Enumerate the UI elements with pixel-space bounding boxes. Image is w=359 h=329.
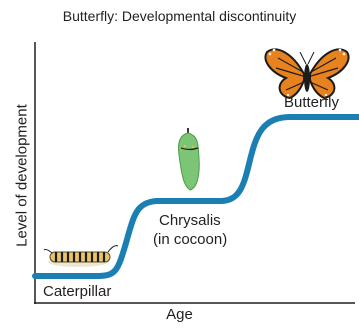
y-axis-label: Level of development — [14, 96, 31, 256]
x-axis-label: Age — [0, 306, 359, 323]
chrysalis-icon — [178, 128, 199, 190]
chrysalis-label: Chrysalis — [159, 212, 221, 229]
butterfly-label: Butterfly — [284, 94, 339, 111]
butterfly-icon — [266, 49, 349, 98]
caterpillar-label: Caterpillar — [43, 283, 111, 300]
chrysalis-sublabel: (in cocoon) — [153, 231, 227, 248]
caterpillar-icon — [44, 246, 118, 267]
